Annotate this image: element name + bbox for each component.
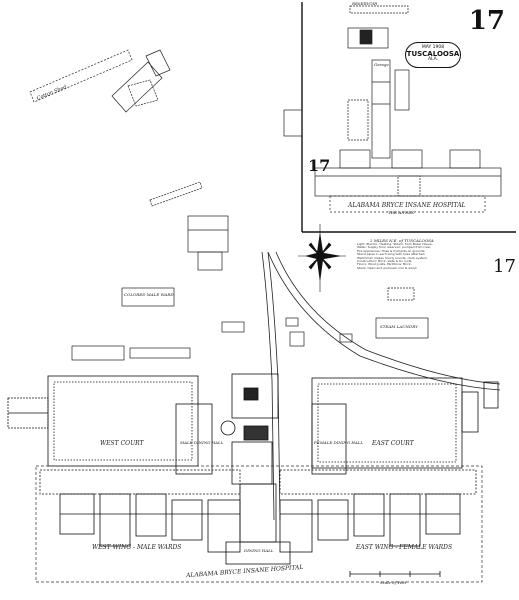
inset-title-line2: THE ANNEX (388, 210, 415, 215)
outbuildings (29, 49, 429, 361)
female-dining-label: FEMALE DINING HALL (314, 440, 364, 445)
west-court-block (7, 375, 213, 475)
note-line: Floors: Wood joists. Partitions: Brick. (357, 262, 412, 267)
sheet-number: 17 (468, 6, 505, 36)
stamp-state: ALA. (427, 56, 439, 62)
note-line: Fire Appliances: Hose & hydrants on grou… (357, 248, 426, 253)
stamp-city: TUSCALOOSA (406, 49, 460, 58)
adjoining-sheet-number: 17 (493, 256, 516, 277)
reservoir-label: RESERVOIR (352, 1, 378, 6)
steam-laundry-label: STEAM LAUNDRY (380, 324, 418, 329)
garage-label: Garage (374, 62, 389, 67)
colored-male-ward-label: COLORED MALE WARD (124, 292, 174, 297)
compass-rose (298, 224, 346, 292)
note-line: Water: Supply from reservoir, pumped fro… (357, 245, 432, 250)
distance-note: 2 MILES N.E. of TUSCALOOSA (370, 238, 434, 243)
male-dining-label: MALE DINING HALL (180, 440, 224, 445)
west-wing-label: WEST WING - MALE WARDS (92, 544, 182, 551)
note-line: Watchman makes hourly rounds, clock syst… (357, 255, 428, 260)
scale-bar (349, 571, 441, 577)
property-boundary (35, 465, 483, 583)
east-wing-label: EAST WING - FEMALE WARDS (356, 544, 453, 551)
note-line: Light: Electric. Heating: Steam, from Bo… (357, 242, 433, 246)
note-line: Stairs: Open and enclosed, iron & wood. (357, 265, 418, 270)
east-court-block (311, 377, 499, 475)
west-court-label: WEST COURT (100, 440, 144, 447)
east-court-label: EAST COURT (372, 440, 414, 447)
inset-frame (301, 2, 516, 233)
dining-hall-label: DINING HALL (244, 548, 274, 553)
east-wing (279, 469, 477, 553)
inset-title-line1: ALABAMA BRYCE INSANE HOSPITAL (348, 202, 466, 209)
scale-label: Scale of Feet (380, 580, 407, 585)
inset-annex-building (314, 5, 502, 213)
west-wing (39, 469, 241, 553)
inset-sheet-number: 17 (308, 156, 331, 175)
date-stamp: MAY 1908 TUSCALOOSA ALA. (405, 42, 461, 68)
note-line: Stand pipes in each wing with hose attac… (357, 252, 426, 257)
roads (261, 251, 501, 521)
map-notes: Light: Electric. Heating: Steam, from Bo… (357, 242, 485, 270)
note-line: Construction: Brick, slate & tin roofs. (357, 259, 413, 264)
stamp-date: MAY 1908 (421, 45, 445, 50)
